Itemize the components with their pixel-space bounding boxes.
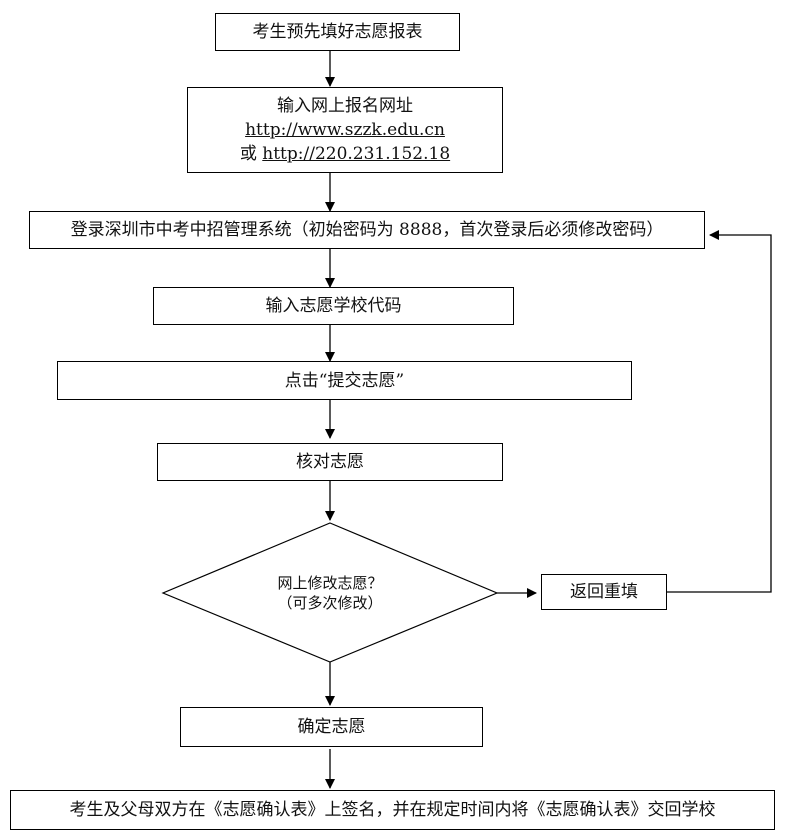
step-login: 登录深圳市中考中招管理系统（初始密码为 8888，首次登录后必须修改密码） <box>29 211 705 249</box>
step-login-label: 登录深圳市中考中招管理系统（初始密码为 8888，首次登录后必须修改密码） <box>70 220 664 240</box>
or-text: 或 <box>239 144 257 164</box>
step-submit: 点击“提交志愿” <box>57 361 632 400</box>
step-enter-code-label: 输入志愿学校代码 <box>265 296 402 316</box>
step-fill-form: 考生预先填好志愿报表 <box>215 13 460 51</box>
step-confirm-label: 确定志愿 <box>297 717 366 737</box>
url-line-2: 或 http://220.231.152.18 <box>240 142 450 166</box>
decision-line-2: （可多次修改） <box>277 594 383 612</box>
step-fill-form-label: 考生预先填好志愿报表 <box>252 22 423 42</box>
decision-line-1: 网上修改志愿？ <box>277 574 383 592</box>
step-final-label: 考生及父母双方在《志愿确认表》上签名，并在规定时间内将《志愿确认表》交回学校 <box>69 800 716 820</box>
step-enter-code: 输入志愿学校代码 <box>153 287 514 325</box>
arrow-refill-to-login <box>667 230 772 593</box>
step-confirm: 确定志愿 <box>180 707 483 747</box>
step-enter-url-label: 输入网上报名网址 <box>277 96 413 116</box>
step-refill-label: 返回重填 <box>570 582 638 602</box>
step-verify: 核对志愿 <box>157 443 503 481</box>
url-link-1[interactable]: http://www.szzk.edu.cn <box>245 120 445 140</box>
step-verify-label: 核对志愿 <box>296 452 364 472</box>
decision-text: 网上修改志愿？ （可多次修改） <box>230 573 430 613</box>
step-enter-url: 输入网上报名网址 http://www.szzk.edu.cn 或 http:/… <box>187 87 503 173</box>
step-refill: 返回重填 <box>541 574 667 610</box>
step-submit-label: 点击“提交志愿” <box>284 370 405 391</box>
step-final: 考生及父母双方在《志愿确认表》上签名，并在规定时间内将《志愿确认表》交回学校 <box>10 790 775 830</box>
url-link-2[interactable]: http://220.231.152.18 <box>262 144 451 164</box>
